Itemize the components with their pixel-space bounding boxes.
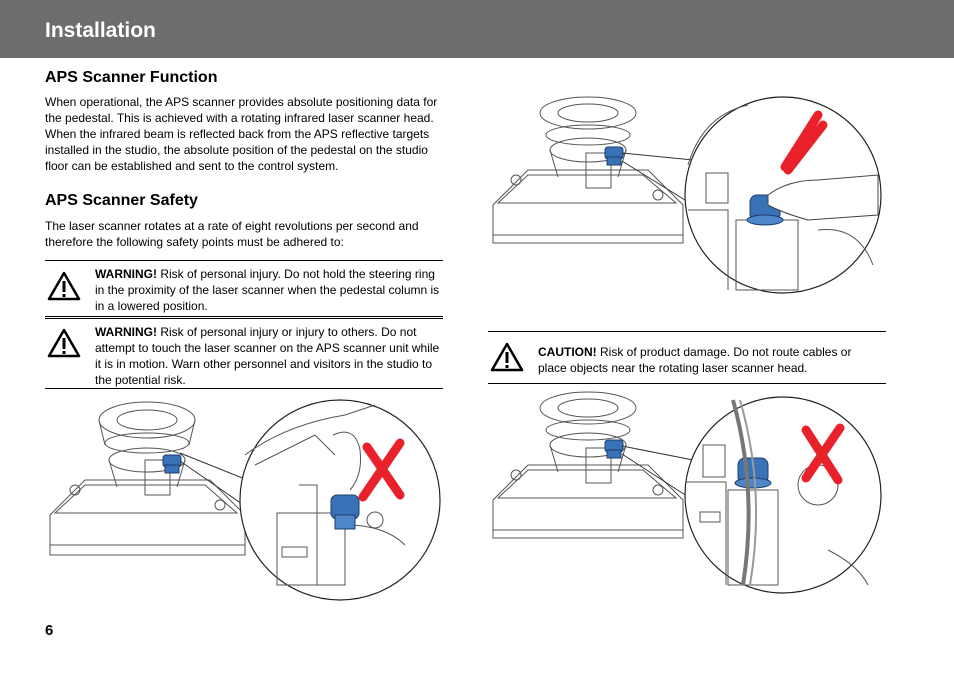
notice-text: Risk of personal injury or injury to oth… [95,325,440,387]
notice-text: Risk of personal injury. Do not hold the… [95,267,440,313]
warning-notice-1: WARNING! Risk of personal injury. Do not… [45,260,443,317]
warning-triangle-icon [47,328,81,358]
prohibited-cross-icon [801,423,845,485]
illustration-hand-near-scanner [49,399,441,601]
divider [45,318,443,319]
section-heading-function: APS Scanner Function [45,69,218,86]
illustration-cable-near-scanner [492,391,882,594]
notice-label: CAUTION! [538,345,597,359]
illustration-hand-touching-scanner [492,96,882,294]
notice-text: Risk of product damage. Do not route cab… [538,345,852,375]
warning-triangle-icon [47,271,81,301]
prohibited-cross-icon [780,110,828,175]
caution-text: CAUTION! Risk of product damage. Do not … [538,344,883,376]
warning-triangle-icon [490,342,524,372]
section-body-safety: The laser scanner rotates at a rate of e… [45,219,419,249]
notice-label: WARNING! [95,325,157,339]
prohibited-cross-icon [358,438,405,502]
notice-label: WARNING! [95,267,157,281]
page-number: 6 [45,622,54,639]
section-body-function: When operational, the APS scanner provid… [45,95,438,173]
warning-text-2: WARNING! Risk of personal injury or inju… [95,324,440,388]
page-title: Installation [45,19,156,42]
warning-notice-2: WARNING! Risk of personal injury or inju… [45,318,443,389]
section-heading-safety: APS Scanner Safety [45,192,198,209]
page-header: Installation [0,0,954,58]
warning-text-1: WARNING! Risk of personal injury. Do not… [95,266,440,314]
caution-notice: CAUTION! Risk of product damage. Do not … [488,331,886,384]
